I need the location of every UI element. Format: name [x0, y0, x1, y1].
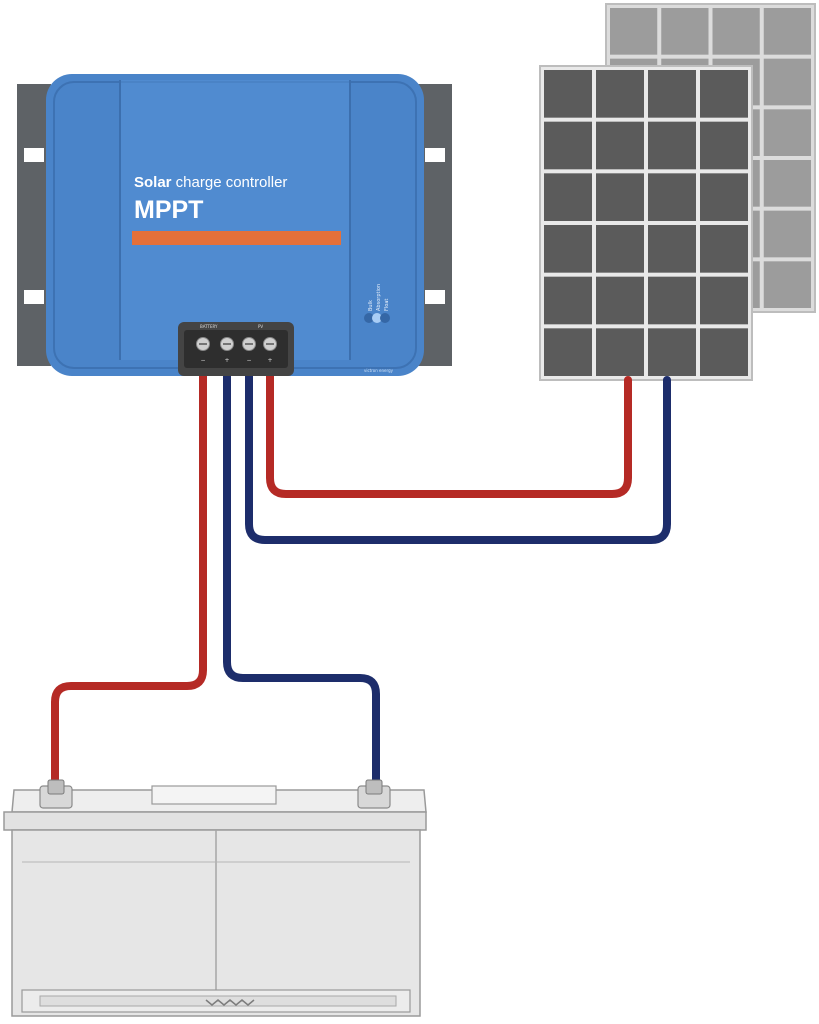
terminal-label-battery: BATTERY [200, 324, 218, 329]
controller-title-bold: Solar [134, 174, 172, 191]
back-panel-cell [610, 8, 658, 55]
back-panel-cell [763, 261, 811, 308]
controller-stripe [132, 231, 341, 245]
front-panel-cell [544, 121, 592, 170]
terminal-sign: − [246, 357, 251, 364]
front-panel-cell [700, 121, 748, 170]
charge-controller: Solar charge controller MPPT Bulk Absorp… [17, 74, 452, 376]
back-panel-cell [763, 210, 811, 258]
left-mounting-bracket [17, 84, 51, 366]
front-panel-cell [544, 225, 592, 273]
terminal-sign: − [200, 357, 205, 364]
front-panel-cell [544, 70, 592, 118]
pv-negative-wire [245, 372, 671, 544]
front-panel-cell [544, 276, 592, 325]
front-panel-cell [596, 121, 644, 170]
pv-positive-wire [266, 372, 632, 498]
front-panel-cell [700, 173, 748, 221]
front-panel-cell [544, 173, 592, 221]
terminal-sign: + [267, 357, 272, 364]
back-panel-cell [763, 109, 811, 156]
terminal-sign: + [224, 357, 229, 364]
solar-panel-front [539, 65, 753, 381]
front-panel-cell [700, 225, 748, 273]
front-panel-cell [648, 70, 696, 118]
front-panel-cell [596, 173, 644, 221]
battery-negative-wire [223, 372, 380, 794]
absorption-led [372, 313, 382, 323]
terminal-label-pv: PV [258, 324, 263, 329]
float-led [380, 313, 390, 323]
controller-title-rest: charge controller [172, 174, 288, 191]
front-panel-cell [596, 328, 644, 376]
brand-label: victron energy [364, 368, 394, 373]
led-label-float: Float [384, 299, 390, 311]
back-panel-cell [661, 8, 709, 55]
battery-positive-wire [51, 372, 207, 794]
front-panel-cell [544, 328, 592, 376]
bulk-led [364, 313, 374, 323]
svg-text:Solar charge controller: Solar charge controller [134, 174, 287, 191]
battery-positive-terminal [39, 779, 73, 809]
battery [3, 779, 427, 1017]
terminal-block: BATTERY PV − + − + [178, 322, 294, 376]
back-panel-cell [763, 58, 811, 106]
front-panel-cell [596, 225, 644, 273]
back-panel-cell [712, 8, 760, 55]
front-panel-cell [648, 173, 696, 221]
front-panel-cell [700, 328, 748, 376]
back-panel-cell [763, 160, 811, 207]
controller-model-label: MPPT [134, 196, 203, 224]
battery-negative-terminal [357, 779, 391, 809]
front-panel-cell [648, 328, 696, 376]
front-panel-cell [596, 70, 644, 118]
front-panel-cell [648, 276, 696, 325]
front-panel-cell [700, 70, 748, 118]
front-panel-cell [700, 276, 748, 325]
front-panel-cell [648, 225, 696, 273]
led-label-bulk: Bulk [368, 300, 374, 311]
status-leds: Bulk Absorption Float [364, 284, 390, 323]
front-panel-cell [596, 276, 644, 325]
back-panel-cell [763, 8, 811, 55]
front-panel-cell [648, 121, 696, 170]
led-label-absorption: Absorption [376, 284, 382, 311]
